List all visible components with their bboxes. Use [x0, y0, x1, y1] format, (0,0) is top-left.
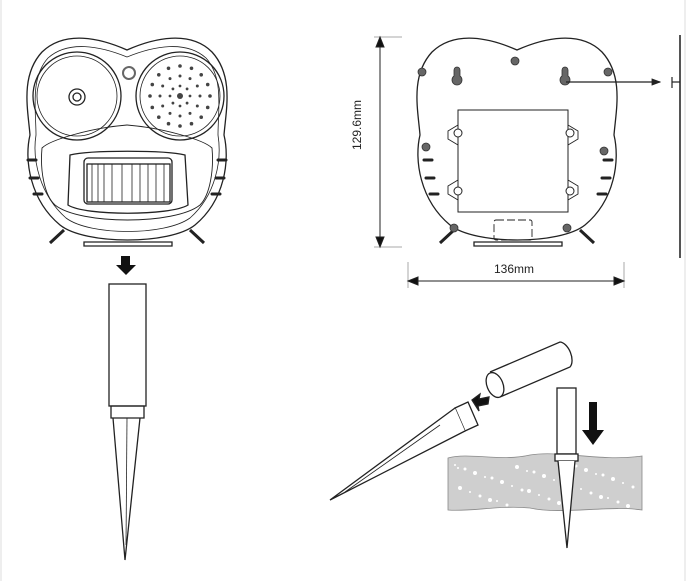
speaker-hole [208, 94, 212, 98]
solar-panel [86, 163, 171, 203]
speaker-hole [189, 66, 194, 71]
sensor-lens-circle [32, 51, 122, 141]
ground-stake [108, 283, 147, 561]
speaker-hole [178, 84, 182, 88]
pebble [511, 485, 513, 487]
device-back-view [416, 37, 618, 247]
speaker-hole [185, 87, 189, 91]
pebble [557, 501, 561, 505]
dimension-width [406, 262, 626, 288]
battery-cover [457, 109, 569, 213]
pebble [584, 468, 588, 472]
pebble [526, 470, 528, 472]
pebble [500, 480, 504, 484]
pebble [488, 498, 492, 502]
speaker-hole [166, 121, 171, 126]
pebble [469, 491, 471, 493]
pebble [490, 476, 494, 480]
pebble [527, 489, 531, 493]
pebble [484, 476, 486, 478]
arrow-down-icon [116, 256, 136, 275]
speaker-hole [199, 72, 204, 77]
pebble [532, 470, 536, 474]
speaker-hole [156, 72, 161, 77]
speaker-hole [185, 101, 189, 105]
speaker-hole [205, 82, 210, 87]
speaker-hole [156, 115, 161, 120]
device-front-view [26, 37, 228, 247]
pebble [626, 504, 630, 508]
arrow-insert-icon [471, 392, 490, 412]
speaker-hole [178, 114, 182, 118]
pebble [542, 474, 546, 478]
pebble [454, 464, 456, 466]
pebble [473, 471, 477, 475]
speaker-hole [199, 115, 204, 120]
pebble [496, 500, 498, 502]
speaker-holes [148, 64, 212, 128]
speaker-hole [161, 104, 165, 108]
speaker-hole [188, 77, 192, 81]
pebble [616, 500, 620, 504]
speaker-hole [171, 87, 175, 91]
speaker-hole [158, 94, 162, 98]
speaker-hole [161, 84, 165, 88]
speaker-hole [168, 111, 172, 115]
speaker-hole [168, 77, 172, 81]
speaker-hole [178, 124, 182, 128]
speaker-hole [166, 66, 171, 71]
pebble [553, 479, 555, 481]
pebble [505, 503, 509, 507]
mount-holes [417, 56, 613, 233]
stake-in-ground [554, 387, 579, 549]
stake-assembly [329, 341, 573, 501]
solar-frame [67, 150, 189, 214]
pebble [520, 488, 524, 492]
pebble [458, 486, 462, 490]
pebble [589, 491, 593, 495]
speaker-hole [178, 74, 182, 78]
speaker-hole [189, 121, 194, 126]
pebble [580, 488, 582, 490]
pebble [478, 494, 482, 498]
pir-sensor-icon [68, 88, 86, 106]
speaker-hole [168, 94, 172, 98]
speaker-hole [188, 94, 192, 98]
width-dimension-label: 136mm [494, 262, 535, 276]
speaker-hole [195, 104, 199, 108]
speaker-hole [205, 105, 210, 110]
pebble [607, 497, 609, 499]
speaker-hole [178, 64, 182, 68]
pebble [631, 485, 635, 489]
speaker-hole [198, 94, 202, 98]
pebble [599, 495, 603, 499]
ground-soil [447, 453, 643, 511]
dimension-height [374, 35, 402, 249]
speaker-hole [150, 82, 155, 87]
led-indicator-icon [122, 66, 136, 80]
pebble [611, 477, 615, 481]
wall-mount [566, 35, 681, 258]
speaker-hole [148, 94, 152, 98]
pebble [463, 467, 467, 471]
speaker-hole [150, 105, 155, 110]
pebble [622, 482, 624, 484]
arrow-push-down-icon [582, 402, 604, 445]
pebble [595, 473, 597, 475]
pebble [457, 467, 459, 469]
pebble [547, 497, 551, 501]
speaker-hole [188, 111, 192, 115]
speaker-hole [177, 93, 183, 99]
pebble [601, 473, 605, 477]
speaker-hole [178, 104, 182, 108]
pebble [538, 494, 540, 496]
speaker-hole [195, 84, 199, 88]
height-dimension-label: 129.6mm [350, 99, 364, 150]
speaker-hole [171, 101, 175, 105]
pebble [515, 465, 519, 469]
speaker-circle [135, 51, 225, 141]
